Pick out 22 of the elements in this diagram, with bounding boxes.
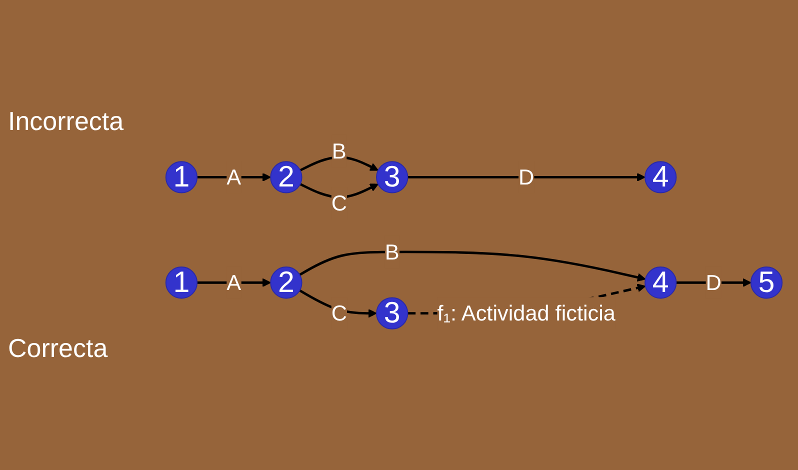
- edge-label: A: [226, 164, 242, 190]
- arrow: [299, 250, 646, 282]
- section-heading: Correcta: [8, 333, 109, 364]
- node-circle: 2: [270, 160, 302, 194]
- edge-label: C: [331, 190, 347, 216]
- section-heading: Incorrecta: [8, 106, 125, 137]
- arrow: [408, 172, 646, 182]
- node-circle: 3: [376, 160, 408, 194]
- edge-label: D: [518, 164, 534, 190]
- node-circle: 1: [165, 266, 198, 299]
- node-circle: 2: [270, 266, 302, 299]
- node-circle: 4: [644, 160, 677, 194]
- node-circle: 1: [165, 160, 198, 194]
- edge-label: C: [331, 300, 347, 326]
- edge-label: B: [332, 138, 346, 164]
- edge-label: D: [706, 270, 722, 295]
- node-circle: 5: [750, 266, 783, 299]
- node-circle: 3: [376, 297, 408, 330]
- edge-label: B: [384, 239, 400, 264]
- node-circle: 4: [644, 266, 677, 299]
- edge-label: f₁: Actividad ficticia: [437, 300, 616, 326]
- edge-label: A: [226, 270, 242, 295]
